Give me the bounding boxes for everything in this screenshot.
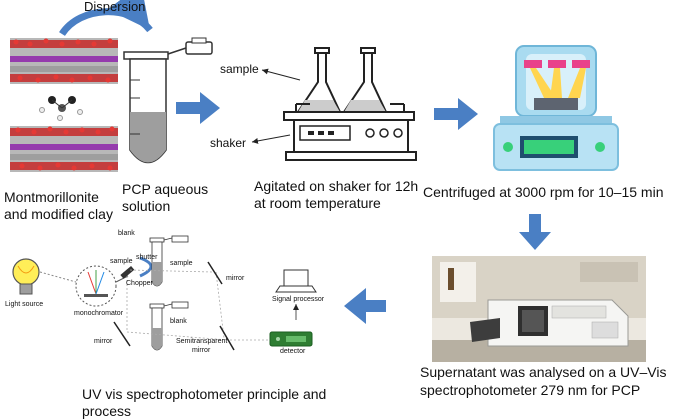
chopper-label: Chopper (126, 280, 153, 287)
blank-top-label: blank (118, 230, 135, 237)
blank-cuvette-bottom (149, 301, 189, 351)
clay-caption-line2: and modified clay (4, 206, 113, 222)
light-source-label: Light source (5, 301, 44, 308)
shaker-shaker-label: shaker (210, 136, 247, 150)
pcp-tube-icon (123, 37, 213, 164)
mirror-top-label: mirror (226, 275, 245, 282)
uv-vis-instrument-photo (432, 256, 646, 362)
mirror-top (207, 261, 223, 285)
semitransparent-label: Semitransparent (176, 338, 228, 345)
mirror-left-label: mirror (94, 338, 113, 345)
semitransparent-mirror (219, 325, 235, 351)
modified-clay-model-bottom (10, 126, 118, 172)
pcp-caption-line1: PCP aqueous (122, 181, 209, 197)
semitransparent-mirror-label: mirror (192, 347, 211, 354)
light-bulb-icon (12, 258, 40, 295)
sample-left-label: sample (110, 258, 133, 265)
signal-processor-icon (275, 269, 317, 293)
dispersion-label: Dispersion (84, 0, 146, 14)
sample-pointer (261, 68, 301, 81)
sample-cuvette-top (149, 235, 189, 287)
flow-arrow-1 (176, 92, 220, 124)
detector-icon (269, 331, 313, 347)
shaker-sample-label: sample (220, 62, 259, 76)
monochromator-label: monochromator (74, 310, 124, 317)
flow-arrow-2 (434, 98, 478, 130)
uv-caption-line2: spectrophotometer 279 nm for PCP (420, 382, 641, 398)
detector-label: detector (280, 348, 306, 355)
uv-caption-line1: Supernatant was analysed on a UV–Vis (420, 364, 667, 380)
blank-bottom-label: blank (170, 318, 187, 325)
flow-arrow-3 (519, 214, 551, 250)
signal-processor-label: Signal processor (272, 296, 325, 303)
shaker-pointer (251, 134, 291, 144)
dispersion-arrow (59, 0, 153, 37)
pcp-molecule-icon (39, 96, 83, 121)
centrifuge-caption: Centrifuged at 3000 rpm for 10–15 min (423, 184, 664, 200)
shaker-caption-line2: at room temperature (254, 195, 381, 211)
mirror-left (113, 321, 131, 347)
principle-caption-line2: process (82, 403, 132, 419)
shutter-label: shutter (136, 254, 158, 261)
pcp-caption-line2: solution (122, 198, 171, 214)
flow-arrow-4 (344, 288, 386, 324)
shaker-caption-line1: Agitated on shaker for 12h (254, 178, 419, 194)
centrifuge-icon (493, 45, 619, 171)
principle-caption-line1: UV vis spectrophotometer principle and (82, 386, 327, 402)
monochromator-icon (75, 265, 117, 307)
clay-caption-line1: Montmorillonite (4, 189, 99, 205)
shaker-icon (283, 47, 417, 161)
chopper-icon (120, 265, 135, 279)
sample-right-label: sample (170, 260, 193, 267)
montmorillonite-model-top (10, 38, 118, 84)
uv-principle-schematic (12, 235, 317, 351)
